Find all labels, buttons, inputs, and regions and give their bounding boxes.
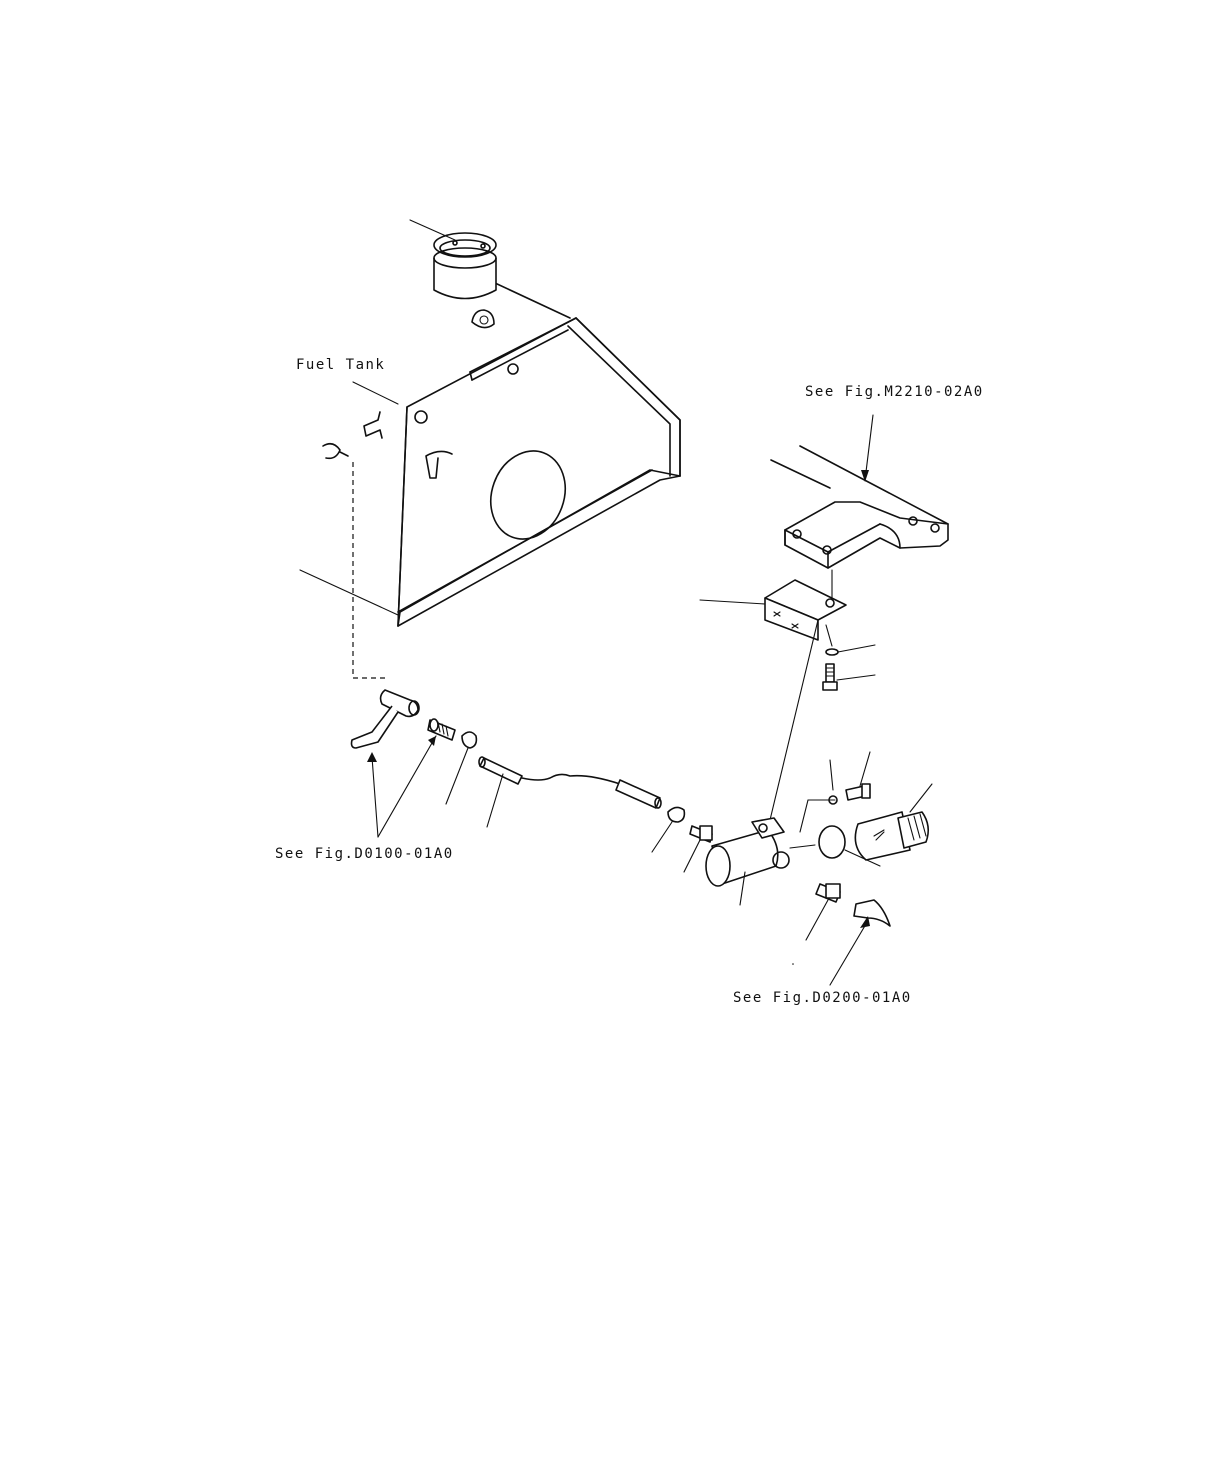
nut-icon [461,731,478,749]
label-ref-d0200: See Fig.D0200-01A0 [733,990,912,1006]
bolt-2-icon [689,825,713,843]
bolt-3-icon [845,783,871,801]
clip-icon [363,411,383,439]
label-ref-d0100: See Fig.D0100-01A0 [275,846,454,862]
bolt-icon [822,663,838,691]
solenoid [705,817,816,887]
fitting-icon [815,883,841,903]
flange-icon [471,309,495,329]
clip-small-icon [322,442,349,460]
lever [350,689,420,749]
label-fuel-tank: Fuel Tank [296,357,385,373]
plug-icon [853,899,891,927]
dashed-leader [352,462,385,679]
o-ring-icon [818,825,846,859]
washer-2-icon [828,795,838,805]
filler-neck [433,232,497,300]
pin-icon [427,718,456,741]
connector-icon [854,811,930,861]
fuel-tank [397,282,681,627]
frame [770,445,949,569]
label-ref-m2210: See Fig.M2210-02A0 [805,384,984,400]
nut-2-icon [667,806,686,823]
bracket [764,579,847,641]
control-cable [478,756,662,809]
washer-icon [825,648,839,656]
